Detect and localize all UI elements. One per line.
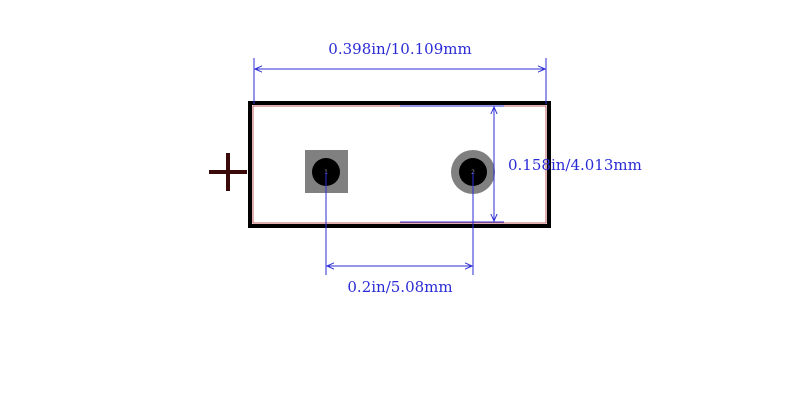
width-dimension-label: 0.398in/10.109mm — [328, 40, 471, 58]
courtyard-outline — [252, 105, 547, 224]
height-dimension-label: 0.158in/4.013mm — [508, 156, 642, 174]
pitch-dimension: 0.2in/5.08mm — [325, 172, 474, 296]
width-dimension: 0.398in/10.109mm — [253, 40, 547, 104]
polarity-marker — [209, 153, 247, 191]
height-dimension: 0.158in/4.013mm — [400, 105, 642, 223]
pitch-dimension-label: 0.2in/5.08mm — [347, 278, 452, 296]
component-outline — [248, 101, 551, 228]
